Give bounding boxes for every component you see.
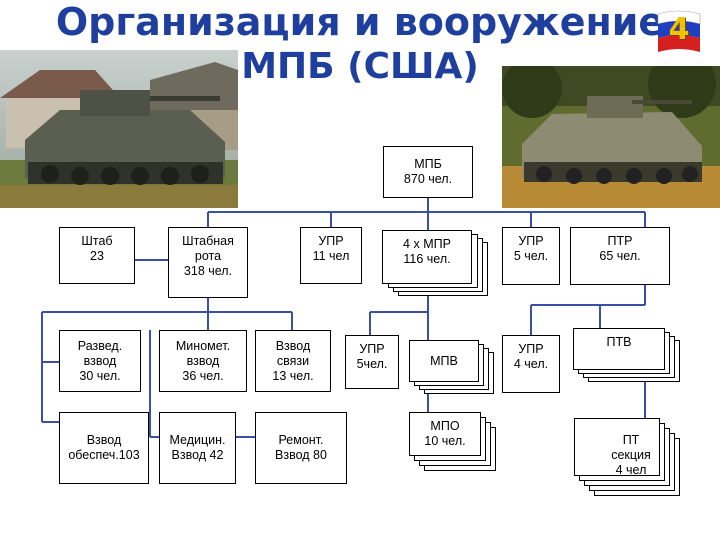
node-ptr: ПТР 65 чел. — [570, 227, 670, 285]
russian-flag-badge: 4 — [654, 8, 704, 58]
node-recon-platoon: Развед. взвод 30 чел. — [59, 330, 141, 392]
node-mpr: 4 х МПР 116 чел. — [382, 230, 472, 284]
slide-number: 4 — [668, 12, 690, 47]
node-mortar-platoon: Миномет. взвод 36 чел. — [159, 330, 247, 392]
bradley-ifv-field-photo — [502, 66, 720, 208]
node-upr-5b: УПР 5чел. — [345, 335, 399, 389]
page-title-line1: Организация и вооружение — [55, 0, 665, 44]
page-title-line2: МПБ (США) — [241, 46, 479, 87]
node-signal-platoon: Взвод связи 13 чел. — [255, 330, 331, 392]
node-at-section: ПТ секция 4 чел — [574, 418, 660, 477]
node-mpv: МПВ — [409, 340, 479, 382]
node-supply-platoon: Взвод обеспеч.103 — [59, 412, 149, 484]
node-upr-4: УПР 4 чел. — [502, 335, 560, 393]
node-medical-platoon: Медицин. Взвод 42 — [159, 412, 236, 484]
node-ptv: ПТВ — [573, 328, 665, 370]
node-hq: Штаб 23 — [59, 227, 135, 284]
node-mpo: МПО 10 чел. — [409, 412, 481, 456]
node-mpb: МПБ 870 чел. — [383, 146, 473, 198]
bradley-ifv-village-photo — [0, 50, 238, 208]
node-upr-5: УПР 5 чел. — [502, 227, 560, 285]
node-hq-company: Штабная рота 318 чел. — [168, 227, 248, 298]
node-upr-11: УПР 11 чел — [300, 227, 362, 284]
node-repair-platoon: Ремонт. Взвод 80 — [255, 412, 347, 484]
